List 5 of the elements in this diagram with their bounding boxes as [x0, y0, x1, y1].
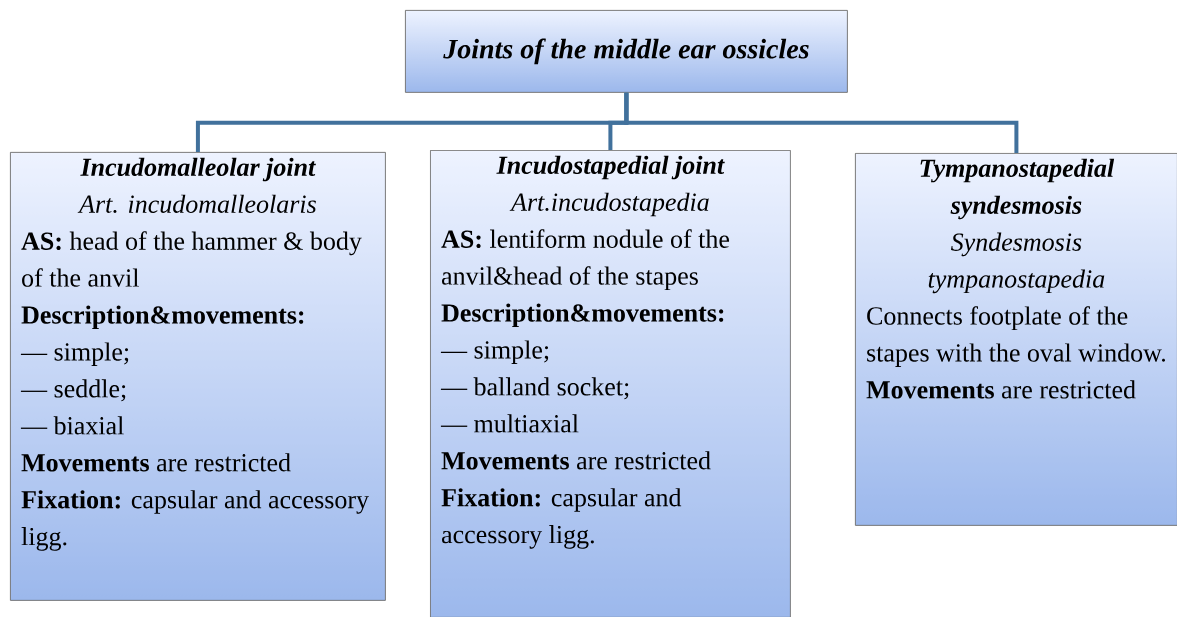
joint-box: Incudomalleolar joint Art. incudomalleolaris AS: head of the hammer & body of the anvil Description&movements: — simple; — seddle; — biaxial Movements are restricted Fixation: capsular and accessory ligg. [10, 152, 386, 601]
title-box: Joints of the middle ear ossicles [405, 10, 848, 93]
joint-box: Tympanostapedial syndesmosis Syndesmosis tympanostapedia Connects footplate of the stapes with the oval window. Movements are restricted [855, 153, 1177, 526]
joint-box: Incudostapedial joint Art.incudostapedia AS: lentiform nodule of the anvil&head of the stapes Description&movements: — simple; — balland socket; — multiaxial Movements are restricted Fixation: capsular and accessory ligg. [430, 150, 791, 617]
connector-line [624, 92, 1019, 153]
